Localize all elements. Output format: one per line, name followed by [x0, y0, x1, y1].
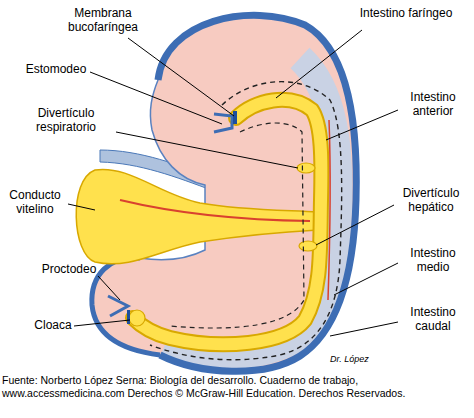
part-label: Divertículo hepático	[388, 186, 474, 214]
part-label: Estomodeo	[18, 62, 94, 76]
vitelline-vessel	[120, 200, 310, 221]
part-label: Intestino anterior	[394, 90, 472, 118]
signature: Dr. López	[330, 352, 390, 366]
part-label: Conducto vitelino	[0, 188, 70, 216]
leader-line	[316, 205, 394, 245]
gut-inner-dashed	[170, 123, 304, 328]
tail-ectoderm	[92, 258, 160, 355]
leader-line	[128, 38, 234, 116]
respiratory-bud	[297, 163, 315, 173]
leader-line	[74, 320, 130, 326]
stomodeum	[214, 114, 232, 132]
cloaca	[129, 310, 145, 326]
leader-line	[116, 132, 298, 168]
part-label: Intestino caudal	[394, 305, 472, 333]
leader-line	[334, 263, 398, 295]
part-label: Proctodeo	[36, 262, 102, 276]
part-label: Divertículo respiratorio	[14, 106, 118, 134]
leader-line	[98, 276, 120, 300]
leader-line	[68, 204, 95, 210]
part-label: Cloaca	[28, 318, 78, 332]
gut-wall	[133, 100, 321, 344]
buccopharyngeal-membrane	[233, 111, 237, 124]
leader-line	[330, 322, 398, 336]
source-caption: Fuente: Norberto López Serna: Biología d…	[2, 374, 442, 400]
cloacal-membrane	[127, 310, 130, 324]
dorsal-vessel	[328, 120, 330, 300]
leader-lines	[68, 30, 398, 336]
vitelline-duct	[76, 169, 318, 263]
hepatic-bud	[299, 241, 317, 251]
gut-boundary-dashed	[150, 82, 342, 360]
part-label: Intestino medio	[394, 246, 472, 274]
part-label: Membrana bucofaríngea	[55, 6, 151, 34]
leader-line	[276, 30, 362, 98]
leader-line	[326, 110, 398, 140]
leader-line	[90, 72, 222, 124]
part-label: Intestino faríngeo	[356, 6, 456, 20]
gut-tube	[133, 100, 321, 344]
proctodeum	[108, 296, 128, 316]
